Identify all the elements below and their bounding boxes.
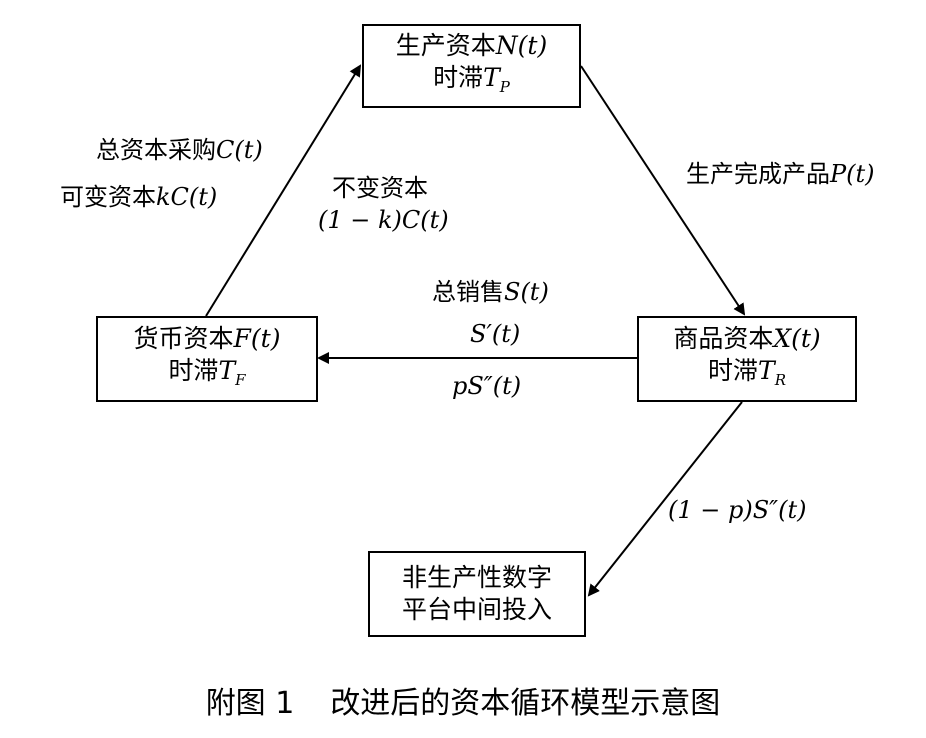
commodity-lag-sub: R [774, 370, 786, 389]
production-lag: 时滞TP [433, 62, 510, 103]
figure-caption-title: 改进后的资本循环模型示意图 [330, 686, 721, 721]
production-lag-var: T [483, 62, 500, 92]
label-product-cn: 生产完成产品 [686, 160, 830, 188]
label-constant-capital-cn: 不变资本 [332, 174, 428, 202]
arrow-money-to-production [205, 64, 362, 317]
label-platform-flow: (1 − p)S″(t) [668, 496, 807, 524]
commodity-capital-title: 商品资本X(t) [673, 323, 820, 355]
platform-input-node: 非生产性数字 平台中间投入 [368, 551, 586, 637]
label-product-math: P(t) [830, 160, 875, 188]
production-lag-sub: P [499, 77, 510, 96]
money-capital-node: 货币资本F(t) 时滞TF [96, 316, 318, 402]
label-total-purchase: 总资本采购C(t) [96, 134, 263, 166]
label-total-purchase-math: C(t) [216, 136, 263, 164]
money-capital-title: 货币资本F(t) [134, 323, 281, 355]
money-capital-math: F(t) [233, 323, 281, 353]
label-variable-capital-cn: 可变资本 [60, 183, 156, 211]
label-p-s-double-prime: pS″(t) [452, 372, 522, 400]
label-product: 生产完成产品P(t) [686, 158, 875, 190]
production-capital-math: N(t) [495, 30, 548, 60]
arrow-commodity-to-platform [587, 401, 743, 597]
arrow-production-to-commodity [580, 65, 746, 316]
production-capital-cn: 生产资本 [395, 30, 496, 60]
commodity-capital-cn: 商品资本 [673, 323, 774, 353]
commodity-capital-math: X(t) [773, 323, 821, 353]
commodity-lag-var: T [758, 355, 775, 385]
figure-caption: 附图 1 改进后的资本循环模型示意图 [0, 684, 926, 724]
commodity-lag-cn: 时滞 [708, 355, 759, 385]
production-capital-title: 生产资本N(t) [396, 30, 547, 62]
platform-input-line2: 平台中间投入 [401, 595, 552, 624]
commodity-lag: 时滞TR [708, 355, 786, 396]
money-capital-cn: 货币资本 [133, 323, 234, 353]
production-lag-cn: 时滞 [433, 62, 484, 92]
platform-input-line1: 非生产性数字 [401, 563, 552, 592]
label-s-prime: S′(t) [470, 320, 521, 348]
money-lag-var: T [218, 355, 236, 385]
label-variable-capital: 可变资本kC(t) [60, 181, 217, 213]
commodity-capital-node: 商品资本X(t) 时滞TR [637, 316, 857, 402]
money-lag-sub: F [235, 370, 246, 389]
label-total-sales-math: S(t) [504, 278, 549, 306]
production-capital-node: 生产资本N(t) 时滞TP [362, 24, 581, 108]
label-variable-capital-math: kC(t) [156, 183, 218, 211]
money-lag-cn: 时滞 [168, 355, 219, 385]
money-lag: 时滞TF [168, 355, 245, 396]
label-constant-capital: 不变资本 (1 − k)C(t) [318, 172, 449, 236]
label-total-purchase-cn: 总资本采购 [96, 136, 216, 164]
label-total-sales: 总销售S(t) [432, 276, 549, 308]
label-total-sales-cn: 总销售 [432, 278, 504, 306]
label-constant-capital-math: (1 − k)C(t) [318, 206, 449, 234]
figure-caption-label: 附图 1 [205, 686, 295, 721]
